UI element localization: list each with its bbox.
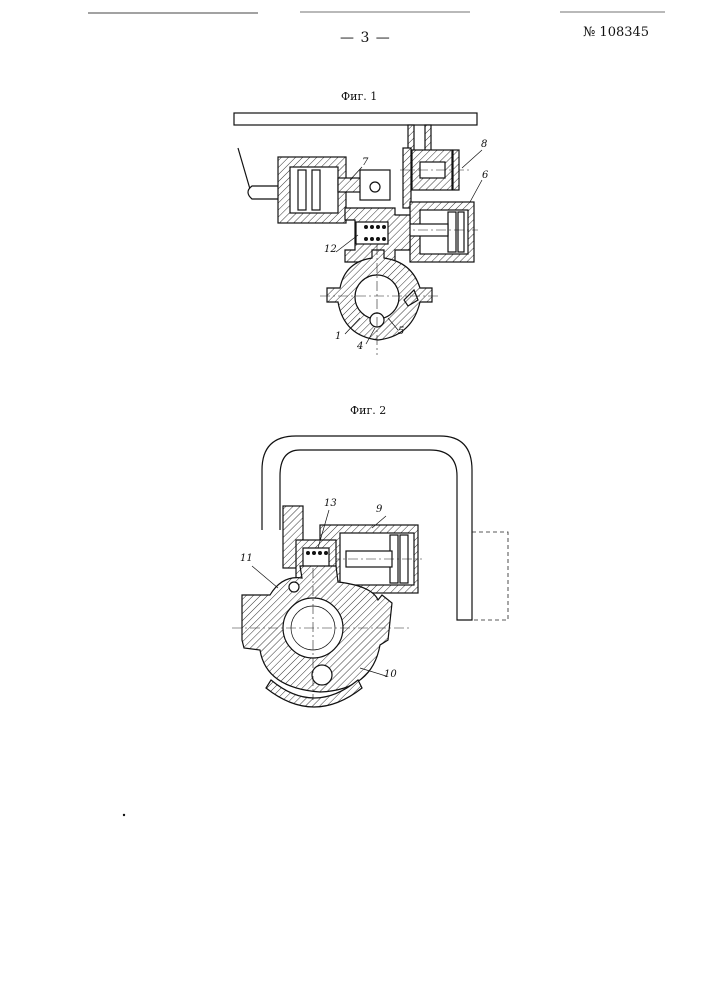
fig1-label-7: 7 xyxy=(362,157,368,168)
header-rules xyxy=(88,12,665,13)
figure-2-drawing xyxy=(232,436,508,707)
fig2-label-10: 10 xyxy=(384,669,397,680)
fig2-label-9: 9 xyxy=(376,504,382,515)
stray-mark xyxy=(123,814,125,816)
fig1-label-1: 1 xyxy=(335,331,341,342)
fig1-label-4: 4 xyxy=(357,341,363,352)
fig1-label-5: 5 xyxy=(398,326,404,337)
fig1-label-12: 12 xyxy=(324,244,337,255)
fig2-label-11: 11 xyxy=(240,553,253,564)
fig1-label-8: 8 xyxy=(481,139,487,150)
fig1-label-6: 6 xyxy=(482,170,488,181)
figure-1-drawing xyxy=(234,113,478,355)
fig2-label-13: 13 xyxy=(324,498,337,509)
